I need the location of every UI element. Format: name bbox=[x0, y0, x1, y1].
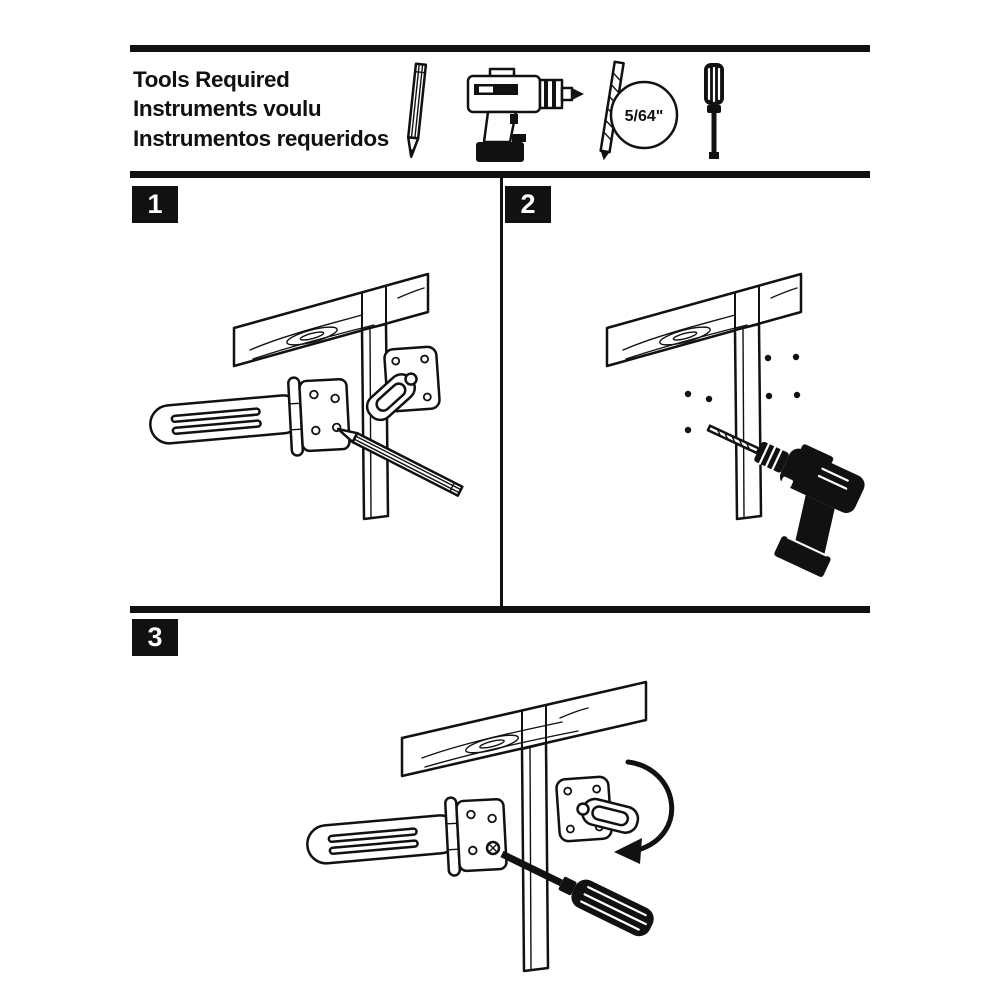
step-1-illustration bbox=[149, 272, 464, 521]
title-english: Tools Required bbox=[133, 67, 290, 92]
step-2-illustration bbox=[605, 272, 865, 577]
step-3-badge: 3 bbox=[132, 619, 178, 656]
step-2-badge: 2 bbox=[505, 186, 551, 223]
header-rule bbox=[130, 171, 870, 178]
pencil-icon bbox=[406, 62, 428, 158]
step-1-number: 1 bbox=[147, 189, 163, 219]
wood-rail-and-post bbox=[605, 272, 803, 521]
drill-icon bbox=[466, 67, 584, 162]
drill-bit-icon: 5/64" bbox=[599, 60, 679, 161]
step-2-number: 2 bbox=[520, 189, 536, 219]
wood-rail-and-post bbox=[232, 272, 430, 521]
hinge-plate bbox=[287, 376, 351, 457]
tools-required-titles: Tools Required Instruments voulu Instrum… bbox=[133, 65, 389, 153]
staple-plate bbox=[365, 345, 441, 422]
step-1: 1 bbox=[130, 178, 500, 606]
middle-rule bbox=[130, 606, 870, 613]
top-rule bbox=[130, 45, 870, 52]
title-french: Instruments voulu bbox=[133, 96, 322, 122]
step-3-number: 3 bbox=[147, 622, 163, 652]
screwdriver-driving bbox=[500, 850, 654, 937]
swivel-eye bbox=[581, 797, 640, 834]
hasp-handle bbox=[149, 394, 304, 445]
rotation-arrow bbox=[614, 759, 675, 864]
staple-plate bbox=[555, 775, 640, 843]
sheet-content: Tools Required Instruments voulu Instrum… bbox=[130, 45, 870, 1000]
bit-size-label: 5/64" bbox=[625, 108, 664, 125]
step-2: 2 bbox=[500, 178, 870, 606]
hasp-handle bbox=[306, 814, 461, 865]
title-spanish: Instrumentos requeridos bbox=[133, 125, 389, 151]
step-3-illustration bbox=[306, 680, 675, 973]
screw bbox=[485, 840, 501, 856]
drill-drilling bbox=[706, 424, 865, 577]
step-1-badge: 1 bbox=[132, 186, 178, 223]
steps-row: 1 bbox=[130, 178, 870, 606]
tools-required-header: Tools Required Instruments voulu Instrum… bbox=[130, 52, 870, 171]
marked-holes bbox=[684, 353, 801, 434]
pencil-marking bbox=[336, 427, 464, 497]
hinge-plate bbox=[444, 796, 508, 877]
bit-size-circle bbox=[609, 80, 679, 150]
step-3: 3 bbox=[130, 613, 870, 1000]
wood-rail-and-post bbox=[400, 680, 648, 973]
screwdriver-icon bbox=[704, 63, 724, 159]
